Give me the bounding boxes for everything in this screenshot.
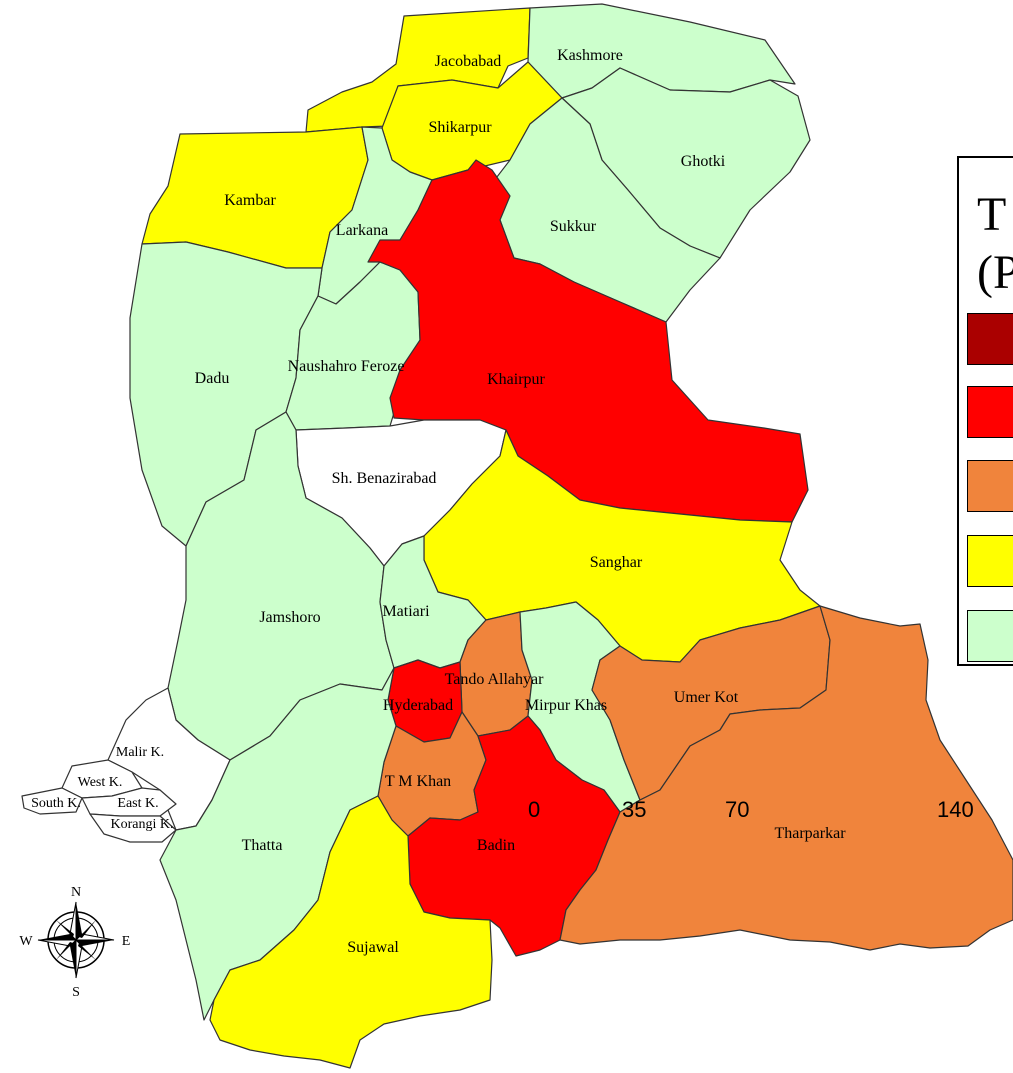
label-sujawal: Sujawal: [347, 939, 399, 956]
label-kambar: Kambar: [224, 192, 276, 209]
legend-swatch-2: [967, 386, 1013, 438]
scale-label-0: 0: [528, 797, 541, 822]
district-tharparkar[interactable]: [559, 605, 1013, 951]
legend-title-line-1: T: [977, 188, 1007, 241]
label-east-k: East K.: [117, 796, 158, 811]
label-sh-benazirabad: Sh. Benazirabad: [332, 470, 437, 487]
district-south-k[interactable]: [21, 787, 83, 815]
label-t-m-khan: T M Khan: [385, 773, 451, 790]
scale-label-70: 70: [725, 797, 750, 822]
label-sukkur: Sukkur: [550, 218, 597, 235]
label-khairpur: Khairpur: [487, 371, 545, 388]
label-sanghar: Sanghar: [590, 554, 643, 571]
label-jacobabad: Jacobabad: [435, 53, 502, 70]
label-larkana: Larkana: [336, 222, 388, 239]
district-badin[interactable]: [407, 715, 621, 957]
legend: T (P: [957, 156, 1013, 666]
legend-swatch-1: [967, 313, 1013, 365]
compass-east: E: [122, 934, 131, 949]
label-mirpur-khas: Mirpur Khas: [525, 697, 607, 714]
label-ghotki: Ghotki: [681, 153, 726, 170]
scale-label-140: 140: [937, 797, 974, 822]
label-hyderabad: Hyderabad: [383, 697, 453, 714]
compass-north: N: [71, 885, 81, 900]
label-tando-allahyar: Tando Allahyar: [445, 671, 545, 688]
label-korangi-k: Korangi K.: [111, 817, 174, 832]
label-naushahro-feroze: Naushahro Feroze: [288, 358, 405, 375]
compass-rose-icon: N S E W: [19, 885, 130, 1000]
label-kashmore: Kashmore: [557, 47, 623, 64]
label-dadu: Dadu: [195, 370, 230, 387]
compass-south: S: [72, 985, 80, 1000]
label-matiari: Matiari: [382, 603, 430, 620]
label-jamshoro: Jamshoro: [259, 609, 320, 626]
label-shikarpur: Shikarpur: [428, 119, 492, 136]
label-thatta: Thatta: [242, 837, 283, 854]
district-sujawal[interactable]: [209, 795, 493, 1069]
label-umer-kot: Umer Kot: [674, 689, 739, 706]
legend-title: T (P: [977, 186, 1013, 302]
legend-swatch-5: [967, 610, 1013, 662]
legend-title-line-2: (P: [977, 246, 1013, 299]
label-west-k: West K.: [78, 775, 123, 790]
district-korangi-k[interactable]: [89, 813, 177, 843]
legend-swatch-3: [967, 460, 1013, 512]
compass-west: W: [19, 934, 33, 949]
label-malir-k: Malir K.: [116, 745, 164, 760]
scale-label-35: 35: [622, 797, 647, 822]
label-south-k: South K.: [31, 796, 81, 811]
label-badin: Badin: [477, 837, 515, 854]
legend-swatch-4: [967, 535, 1013, 587]
label-tharparkar: Tharparkar: [774, 825, 846, 842]
